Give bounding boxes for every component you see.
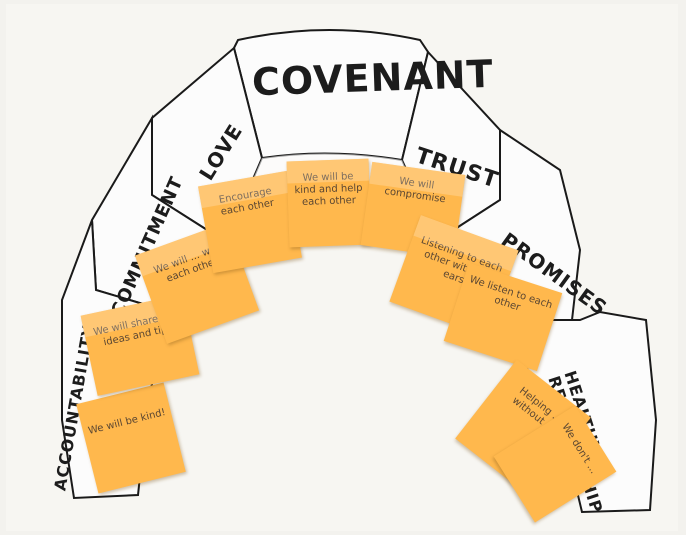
sticky-note: We will be kind and help each other <box>286 158 372 248</box>
sticky-note: Encourage each other <box>198 170 302 274</box>
arch-label-covenant: COVENANT <box>251 51 495 105</box>
